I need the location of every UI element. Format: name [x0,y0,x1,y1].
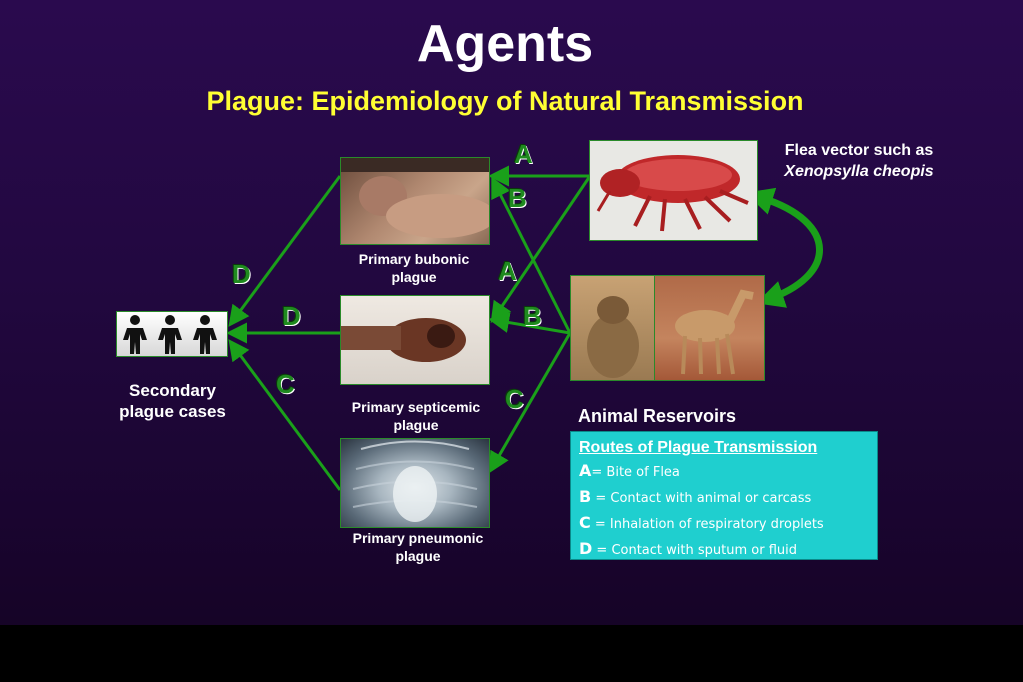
legend-row-b: B = Contact with animal or carcass [579,485,869,511]
slide-title: Agents [416,15,594,73]
slide-subtitle: Plague: Epidemiology of Natural Transmis… [206,86,804,116]
flea-vector-label: Flea vector such as Xenopsylla cheopis [780,140,938,182]
legend-key: A [579,461,592,480]
arrow-reservoir-to-pneumonic [488,332,572,474]
caption-secondary: Secondary plague cases [119,381,226,421]
marmot-photo [570,275,655,381]
people-icon [116,311,228,357]
caption-septicemic: Primary septicemic plague [351,399,481,433]
animal-reservoirs-label: Animal Reservoirs [578,406,737,426]
bubonic-patient-photo [340,157,490,245]
route-letter-b-mid: B [523,301,542,331]
arrow-flea-reservoir-curve [745,187,823,308]
legend-row-a: A= Bite of Flea [579,459,869,485]
legend-key: B [579,487,592,506]
route-letter-c-left: C [276,369,295,399]
bottom-band [0,625,1023,682]
legend-text: = Contact with sputum or fluid [592,543,797,558]
route-letter-b-top: B [508,183,527,213]
flea-label-line: Flea vector such as [784,142,934,159]
legend-key: D [579,539,593,558]
legend-text: = Contact with animal or carcass [591,491,812,506]
flea-species-name: Xenopsylla cheopis [784,163,934,180]
chest-xray-photo [340,438,490,528]
route-letter-a-top: A [514,139,533,169]
arrow-pneumonic-to-secondary [228,339,342,491]
legend-title: Routes of Plague Transmission [579,439,818,456]
legend-text: = Inhalation of respiratory droplets [590,517,824,532]
legend-key: C [579,513,591,532]
septicemic-hand-photo [340,295,490,385]
arrow-bubonic-to-secondary [228,175,342,327]
caption-bubonic: Primary bubonic plague [358,251,470,285]
route-letter-d-mid: D [282,301,301,331]
route-letter-c-right: C [505,384,524,414]
legend-text: = Bite of Flea [591,465,680,480]
legend-row-c: C = Inhalation of respiratory droplets [579,511,869,537]
arrow-flea-to-septicemic [490,175,592,323]
arrow-reservoir-to-septicemic [488,312,571,335]
legend-row-d: D = Contact with sputum or fluid [579,537,869,563]
camel-photo [654,275,765,381]
route-letter-a-mid: A [498,256,517,286]
routes-legend: Routes of Plague Transmission A= Bite of… [570,431,878,560]
route-letter-d-top: D [232,259,251,289]
caption-pneumonic: Primary pneumonic plague [352,530,484,564]
flea-photo [589,140,758,241]
arrow-reservoir-to-bubonic [491,176,572,334]
